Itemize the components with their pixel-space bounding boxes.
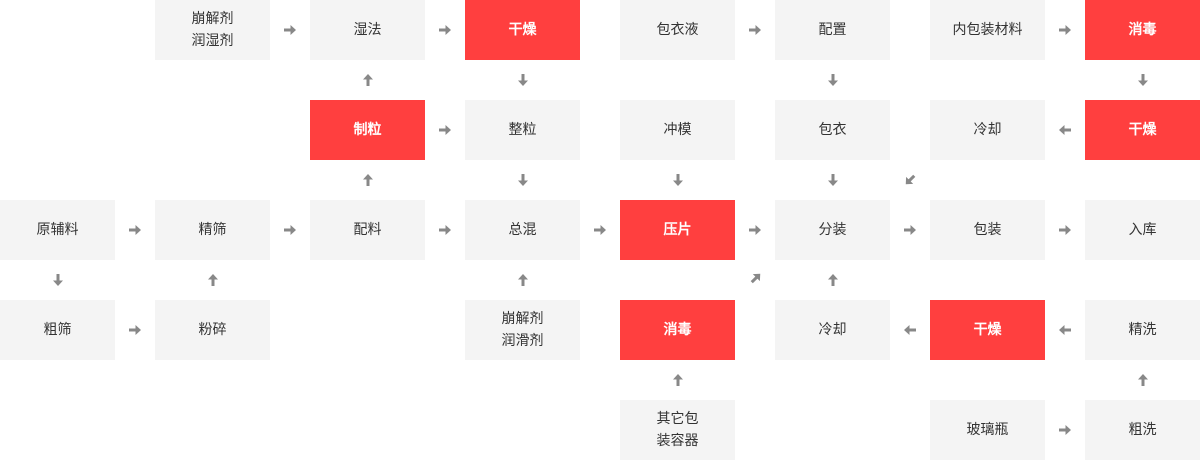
arrow-down-icon (825, 172, 841, 188)
process-step-chongmo: 冲模 (620, 100, 735, 160)
process-step-peiliao: 配料 (310, 200, 425, 260)
process-step-fenzhuang: 分装 (775, 200, 890, 260)
arrow-right-icon (437, 122, 453, 138)
arrow-left-icon (902, 322, 918, 338)
process-step-peizhi: 配置 (775, 0, 890, 60)
arrow-right-icon (437, 22, 453, 38)
process-step-ruku: 入库 (1085, 200, 1200, 260)
arrow-right-icon (437, 222, 453, 238)
process-step-ganzao3: 干燥 (930, 300, 1045, 360)
arrow-up-right-icon (748, 270, 764, 286)
process-step-fensui: 粉碎 (155, 300, 270, 360)
arrow-down-left-icon (902, 172, 918, 188)
process-step-baoyi: 包衣 (775, 100, 890, 160)
arrow-right-icon (592, 222, 608, 238)
process-step-qitabao: 其它包 装容器 (620, 400, 735, 460)
arrow-right-icon (747, 222, 763, 238)
process-step-bjrsj1: 崩解剂 润湿剂 (155, 0, 270, 60)
process-step-yapian: 压片 (620, 200, 735, 260)
arrow-up-icon (205, 272, 221, 288)
process-step-yuanfuliao: 原辅料 (0, 200, 115, 260)
arrow-up-icon (360, 72, 376, 88)
arrow-down-icon (515, 72, 531, 88)
arrow-down-icon (1135, 72, 1151, 88)
process-step-jingshai: 精筛 (155, 200, 270, 260)
arrow-right-icon (282, 222, 298, 238)
process-step-ganzao2: 干燥 (1085, 100, 1200, 160)
arrow-up-icon (515, 272, 531, 288)
process-step-zonghun: 总混 (465, 200, 580, 260)
arrow-up-icon (1135, 372, 1151, 388)
arrow-right-icon (747, 22, 763, 38)
process-step-ganzao1: 干燥 (465, 0, 580, 60)
process-step-neibaozhuang: 内包装材料 (930, 0, 1045, 60)
process-step-xiaodu1: 消毒 (1085, 0, 1200, 60)
arrow-down-icon (825, 72, 841, 88)
arrow-down-icon (515, 172, 531, 188)
process-step-xiaodu2: 消毒 (620, 300, 735, 360)
arrow-right-icon (1057, 422, 1073, 438)
process-step-cuxi: 粗洗 (1085, 400, 1200, 460)
process-step-bolipin: 玻璃瓶 (930, 400, 1045, 460)
arrow-right-icon (282, 22, 298, 38)
arrow-up-icon (670, 372, 686, 388)
process-step-bjrhj: 崩解剂 润滑剂 (465, 300, 580, 360)
arrow-right-icon (127, 222, 143, 238)
arrow-right-icon (1057, 222, 1073, 238)
process-step-baoyiye: 包衣液 (620, 0, 735, 60)
process-step-baozhuang: 包装 (930, 200, 1045, 260)
arrow-right-icon (902, 222, 918, 238)
arrow-left-icon (1057, 322, 1073, 338)
process-step-shifa: 湿法 (310, 0, 425, 60)
arrow-down-icon (50, 272, 66, 288)
process-step-cushai: 粗筛 (0, 300, 115, 360)
arrow-up-icon (825, 272, 841, 288)
arrow-right-icon (127, 322, 143, 338)
process-step-lengque1: 冷却 (930, 100, 1045, 160)
arrow-left-icon (1057, 122, 1073, 138)
process-step-zhili: 制粒 (310, 100, 425, 160)
arrow-up-icon (360, 172, 376, 188)
process-step-jingxi: 精洗 (1085, 300, 1200, 360)
arrow-down-icon (670, 172, 686, 188)
process-step-lengque2: 冷却 (775, 300, 890, 360)
arrow-right-icon (1057, 22, 1073, 38)
process-step-zhengli: 整粒 (465, 100, 580, 160)
